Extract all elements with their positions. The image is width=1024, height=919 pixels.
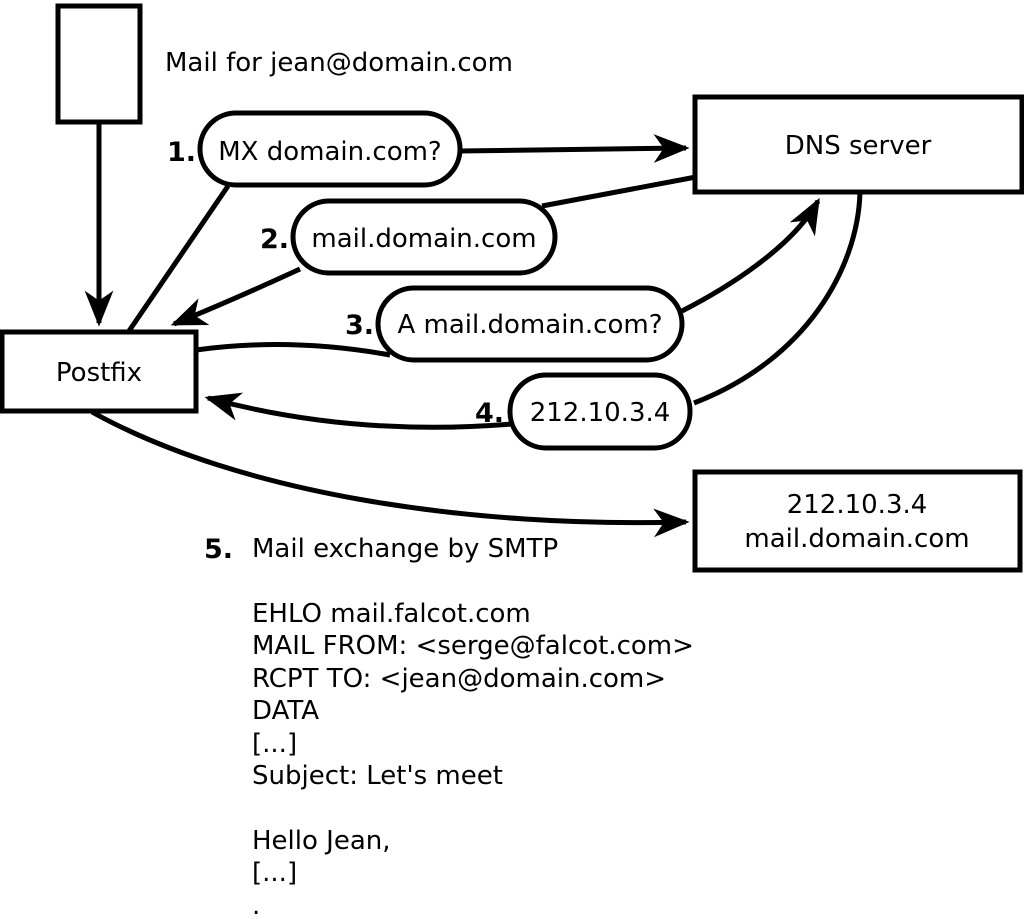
smtp-line: RCPT TO: <jean@domain.com> [252, 664, 666, 694]
step5-number: 5. [204, 534, 233, 565]
smtp-line: MAIL FROM: <serge@falcot.com> [252, 631, 694, 661]
arrow-reply2-to-postfix [170, 266, 302, 327]
step1-number: 1. [167, 137, 196, 168]
step2-label: mail.domain.com [311, 224, 536, 254]
arrow-query3-to-dns [680, 197, 821, 314]
smtp-line: . [252, 891, 260, 919]
arrow-reply4-to-postfix [204, 392, 513, 430]
dns-server-label: DNS server [785, 131, 932, 161]
mail-for-label: Mail for jean@domain.com [165, 48, 513, 78]
mail-server-box [692, 469, 1023, 573]
line-dns-to-reply2 [541, 174, 697, 209]
smtp-line: Subject: Let's meet [252, 761, 503, 791]
step1-label: MX domain.com? [218, 137, 441, 167]
reply4-bubble [507, 372, 693, 451]
arrow-postfix-to-mailserver [90, 409, 690, 538]
postfix-box [0, 329, 199, 414]
mail-server-hostname: mail.domain.com [744, 524, 969, 554]
reply2-bubble [290, 198, 558, 276]
smtp-line: DATA [252, 696, 319, 726]
postfix-label: Postfix [56, 358, 142, 388]
query3-bubble [375, 285, 685, 363]
step3-number: 3. [345, 310, 374, 341]
query1-bubble [197, 110, 463, 188]
step3-label: A mail.domain.com? [398, 310, 663, 340]
smtp-line: EHLO mail.falcot.com [252, 599, 531, 629]
smtp-line: Hello Jean, [252, 826, 391, 856]
smtp-line: [...] [252, 858, 297, 888]
smtp-session-text: EHLO mail.falcot.com MAIL FROM: <serge@f… [252, 599, 694, 919]
arrow-query1-to-dns [459, 134, 690, 163]
line-postfix-to-query3 [195, 342, 391, 358]
step4-number: 4. [475, 398, 504, 429]
step4-label: 212.10.3.4 [530, 398, 671, 428]
step5-label: Mail exchange by SMTP [252, 534, 558, 564]
step2-number: 2. [260, 224, 289, 255]
line-dns-to-reply4 [693, 191, 863, 406]
message-icon [55, 3, 143, 125]
dns-server-box [692, 94, 1024, 195]
smtp-line: [...] [252, 729, 297, 759]
mail-server-ip: 212.10.3.4 [787, 490, 928, 520]
line-postfix-to-query1 [126, 184, 231, 333]
